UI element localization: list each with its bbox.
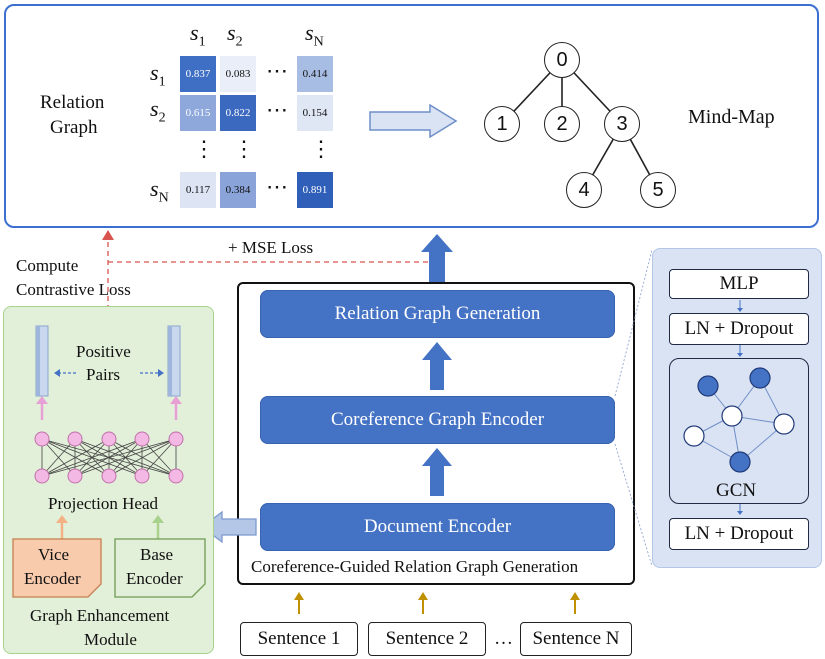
ln-dropout-bottom-block: LN + Dropout — [669, 518, 809, 550]
contrastive-loss-line1: Compute — [16, 256, 79, 275]
matrix-cell-2-2: 0.822 — [220, 95, 256, 131]
positive-pairs-line1: Positive — [76, 342, 131, 361]
row-header-s1: s1 — [150, 60, 166, 90]
row-header-s2: s2 — [150, 96, 166, 126]
vice-encoder-line2: Encoder — [24, 569, 81, 588]
vice-encoder-box — [12, 538, 102, 598]
gcn-label: GCN — [716, 480, 757, 501]
mind-map-node-3: 3 — [604, 106, 640, 142]
output-up-arrow — [421, 234, 453, 284]
base-encoder-line2: Encoder — [126, 569, 183, 588]
matrix-to-mindmap-arrow — [369, 104, 458, 138]
positive-embedding-right — [167, 325, 181, 397]
matrix-vdots-col2: ⋮ — [233, 136, 256, 161]
positive-pairs-arrows — [54, 369, 164, 377]
matrix-cell-2-N: 0.154 — [297, 95, 333, 131]
mind-map-node-5: 5 — [640, 172, 676, 208]
matrix-hdots-rowN: ⋯ — [266, 174, 289, 199]
center-up-arrow-1 — [422, 342, 452, 390]
matrix-cell-1-2: 0.083 — [220, 56, 256, 92]
mlp-block: MLP — [669, 269, 809, 299]
encoder-up-arrows — [56, 515, 164, 540]
sentence-N-input: Sentence N — [520, 622, 632, 656]
sentence-1-input: Sentence 1 — [240, 622, 358, 656]
gcn-graph — [683, 367, 795, 473]
matrix-vdots-colN: ⋮ — [310, 136, 333, 161]
mse-loss-label: + MSE Loss — [228, 238, 314, 257]
matrix-cell-N-2: 0.384 — [220, 172, 256, 208]
relation-graph-title-line1: Relation — [40, 92, 105, 113]
col-header-s2: s2 — [227, 20, 243, 50]
matrix-hdots-row1: ⋯ — [266, 58, 289, 83]
center-up-arrow-2 — [422, 448, 452, 496]
document-encoder-block: Document Encoder — [260, 503, 615, 551]
base-encoder-box — [114, 538, 206, 598]
projection-head-network — [34, 396, 184, 484]
right-flow-arrows — [737, 300, 743, 515]
vice-encoder-line1: Vice — [38, 545, 70, 564]
graph-enhancement-title-line2: Module — [84, 630, 137, 649]
row-header-sN: sN — [150, 176, 169, 206]
relation-graph-title-line2: Graph — [50, 117, 98, 138]
center-module-caption: Coreference-Guided Relation Graph Genera… — [251, 557, 579, 576]
col-header-sN: sN — [305, 20, 324, 50]
matrix-cell-N-N: 0.891 — [297, 172, 333, 208]
matrix-vdots-col1: ⋮ — [193, 136, 216, 161]
contrastive-loss-line2: Contrastive Loss — [16, 280, 131, 299]
projection-head-label: Projection Head — [48, 494, 158, 513]
mind-map-node-0: 0 — [544, 42, 580, 78]
matrix-cell-N-1: 0.117 — [180, 172, 216, 208]
relation-graph-generation-block: Relation Graph Generation — [260, 290, 615, 338]
matrix-cell-2-1: 0.615 — [180, 95, 216, 131]
sentence-input-arrows — [294, 592, 580, 614]
coreference-graph-encoder-block: Coreference Graph Encoder — [260, 396, 615, 444]
mind-map-label: Mind-Map — [688, 106, 775, 128]
coreference-guided-module — [237, 282, 635, 585]
col-header-s1: s1 — [190, 20, 206, 50]
graph-enhancement-title-line1: Graph Enhancement — [30, 606, 170, 625]
mind-map-node-4: 4 — [566, 172, 602, 208]
relation-graph-panel — [4, 4, 819, 228]
matrix-cell-1-1: 0.837 — [180, 56, 216, 92]
sentence-ellipsis: … — [494, 628, 513, 649]
matrix-cell-1-N: 0.414 — [297, 56, 333, 92]
positive-pairs-line2: Pairs — [86, 365, 120, 384]
mind-map-node-2: 2 — [544, 106, 580, 142]
matrix-hdots-row2: ⋯ — [266, 97, 289, 122]
ln-dropout-top-block: LN + Dropout — [669, 313, 809, 345]
base-encoder-line1: Base — [140, 545, 174, 564]
sentence-2-input: Sentence 2 — [368, 622, 486, 656]
mind-map-node-1: 1 — [484, 106, 520, 142]
